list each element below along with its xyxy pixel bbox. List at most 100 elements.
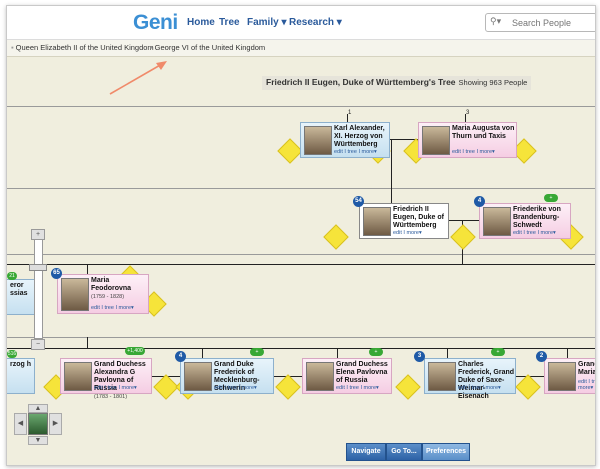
person-card[interactable]: Maria Feodorovna (1759 - 1828) edit I tre… — [57, 274, 149, 314]
zoom-out-button[interactable]: − — [31, 339, 45, 350]
tree-title-text: Friedrich II Eugen, Duke of Württemberg'… — [266, 77, 456, 87]
person-name[interactable]: Karl Alexander, XI. Herzog von Württembe… — [334, 125, 385, 148]
zoom-handle[interactable] — [29, 264, 47, 271]
person-card[interactable]: Grand Duchess Alexandra G Pavlovna of Ru… — [60, 358, 152, 400]
people-count: Showing 963 People — [458, 78, 528, 87]
person-name[interactable]: Maria Augusta von Thurn und Taxis — [452, 125, 515, 140]
add-relative-icon[interactable]: + — [544, 194, 558, 202]
pan-control[interactable]: ▲ ◀ ▶ ▼ — [14, 404, 62, 445]
pan-left-button[interactable]: ◀ — [14, 413, 27, 435]
add-relative-icon[interactable]: + — [491, 348, 505, 356]
person-card[interactable]: Charles Frederick, Grand Duke of Saxe-We… — [424, 358, 516, 400]
card-action-links[interactable]: edit I tree I more▾ — [214, 385, 257, 391]
person-name[interactable]: eror ssias — [10, 282, 28, 297]
person-card[interactable]: Grand Duchess Elena Pavlovna of Russia e… — [302, 358, 392, 394]
person-dates: (1783 - 1801) — [94, 394, 128, 400]
breadcrumb-item-george[interactable]: ▪George VI of the United Kingdom — [150, 43, 265, 52]
nav-research[interactable]: Research ▾ — [289, 17, 342, 28]
person-name[interactable]: Grand Duchess Elena Pavlovna of Russia — [336, 361, 388, 384]
browser-window: Geni Home Tree Family ▾ Research ▾ ⚲▾ ▪Q… — [6, 5, 596, 466]
geni-logo[interactable]: Geni — [133, 11, 178, 34]
person-name[interactable]: Charles Frederick, Grand Duke of Saxe-We… — [458, 361, 515, 400]
card-action-links[interactable]: edit I tree I more▾ — [452, 149, 495, 155]
add-relative-icon[interactable]: + — [369, 348, 383, 356]
preferences-tab[interactable]: Preferences — [422, 443, 470, 461]
family-tree-canvas[interactable]: 1 3 Karl Alexander, XI. Herzog von Württ… — [7, 58, 595, 465]
person-card[interactable]: Grand Maria I edit I tree I more▾ — [544, 358, 596, 394]
person-card[interactable]: Grand Duke Frederick of Mecklenburg-Schw… — [180, 358, 274, 394]
center-person-thumbnail[interactable] — [28, 413, 48, 435]
person-name[interactable]: Friederike von Brandenburg-Schwedt — [513, 206, 561, 229]
connector-line — [87, 264, 88, 276]
card-action-links[interactable]: edit I tree I more▾ — [334, 149, 377, 155]
pan-down-button[interactable]: ▼ — [28, 436, 48, 445]
navigate-tab[interactable]: Navigate — [346, 443, 386, 461]
generation-number: 3 — [466, 110, 470, 116]
portrait-image — [428, 362, 456, 391]
count-badge[interactable]: 516 — [7, 350, 17, 358]
expand-diamond-icon[interactable] — [395, 374, 421, 400]
connector-line — [347, 114, 348, 123]
bullet-icon: ▪ — [11, 43, 14, 52]
count-badge[interactable]: 4 — [175, 351, 186, 362]
zoom-track[interactable] — [34, 239, 43, 339]
count-badge[interactable]: 54 — [353, 196, 364, 207]
pan-right-button[interactable]: ▶ — [49, 413, 62, 435]
connector-line — [447, 220, 479, 221]
person-dates: (1759 - 1828) — [91, 294, 125, 300]
card-action-links[interactable]: edit I tree I more▾ — [513, 230, 556, 236]
person-card-partial[interactable]: rzog h — [7, 358, 35, 394]
expand-diamond-icon[interactable] — [275, 374, 301, 400]
card-action-links[interactable]: edit I tree I more▾ — [458, 385, 501, 391]
annotation-arrow-icon — [109, 61, 167, 95]
person-name[interactable]: Grand Maria I — [578, 361, 596, 376]
pan-up-button[interactable]: ▲ — [28, 404, 48, 413]
card-action-links[interactable]: edit I tree I more▾ — [91, 305, 134, 311]
person-name[interactable]: Friedrich II Eugen, Duke of Württemberg — [393, 206, 444, 229]
expand-diamond-icon[interactable] — [277, 138, 303, 164]
connector-line — [337, 348, 338, 358]
person-name[interactable]: Grand Duke Frederick of Mecklenburg-Schw… — [214, 361, 260, 392]
generation-number: 1 — [348, 110, 352, 116]
breadcrumb-item-queen[interactable]: ▪Queen Elizabeth II of the United Kingdo… — [11, 43, 154, 52]
count-badge[interactable]: 65 — [51, 268, 62, 279]
connector-line — [465, 114, 466, 123]
person-name[interactable]: Grand Duchess Alexandra G Pavlovna of Ru… — [94, 361, 151, 401]
count-badge[interactable]: +1,400 — [125, 347, 145, 355]
zoom-slider[interactable]: + − — [27, 229, 49, 350]
breadcrumb-label[interactable]: George VI of the United Kingdom — [154, 43, 266, 52]
person-card-selected[interactable]: Friedrich II Eugen, Duke of Württemberg … — [359, 203, 449, 239]
card-action-links[interactable]: edit I tree I more▾ — [94, 385, 137, 391]
person-card-partial[interactable]: eror ssias — [7, 279, 35, 315]
person-card[interactable]: Karl Alexander, XI. Herzog von Württembe… — [300, 122, 390, 158]
nav-home[interactable]: Home — [187, 17, 215, 28]
goto-tab[interactable]: Go To... — [386, 443, 422, 461]
person-card[interactable]: Maria Augusta von Thurn und Taxis edit I… — [418, 122, 517, 158]
breadcrumb-label[interactable]: Queen Elizabeth II of the United Kingdom — [15, 43, 154, 52]
person-name[interactable]: rzog h — [10, 361, 31, 368]
person-card[interactable]: Friederike von Brandenburg-Schwedt edit … — [479, 203, 571, 239]
person-name-text[interactable]: Maria Feodorovna — [91, 277, 132, 292]
connector-line — [447, 348, 448, 358]
search-input[interactable] — [510, 15, 595, 30]
generation-line — [7, 254, 595, 255]
person-name-text[interactable]: Grand Duchess Alexandra G Pavlovna of Ru… — [94, 361, 146, 392]
connector-line — [87, 337, 88, 348]
count-badge[interactable]: 4 — [474, 196, 485, 207]
card-action-links[interactable]: edit I tree I more▾ — [336, 385, 379, 391]
count-badge[interactable]: 2 — [536, 351, 547, 362]
search-box[interactable]: ⚲▾ — [485, 13, 595, 32]
nav-family[interactable]: Family ▾ — [247, 17, 287, 28]
generation-line — [7, 106, 595, 107]
card-action-links[interactable]: edit I more▾ — [393, 230, 422, 236]
expand-diamond-icon[interactable] — [450, 224, 476, 250]
add-relative-icon[interactable]: + — [250, 348, 264, 356]
person-name[interactable]: Maria Feodorovna (1759 - 1828) — [91, 277, 148, 301]
expand-diamond-icon[interactable] — [323, 224, 349, 250]
count-badge[interactable]: 3 — [414, 351, 425, 362]
count-badge[interactable]: 21 — [7, 272, 17, 280]
top-navigation: Geni Home Tree Family ▾ Research ▾ ⚲▾ — [7, 6, 595, 40]
expand-diamond-icon[interactable] — [515, 374, 541, 400]
card-action-links[interactable]: edit I tree I more▾ — [578, 379, 595, 391]
nav-tree[interactable]: Tree — [219, 17, 240, 28]
